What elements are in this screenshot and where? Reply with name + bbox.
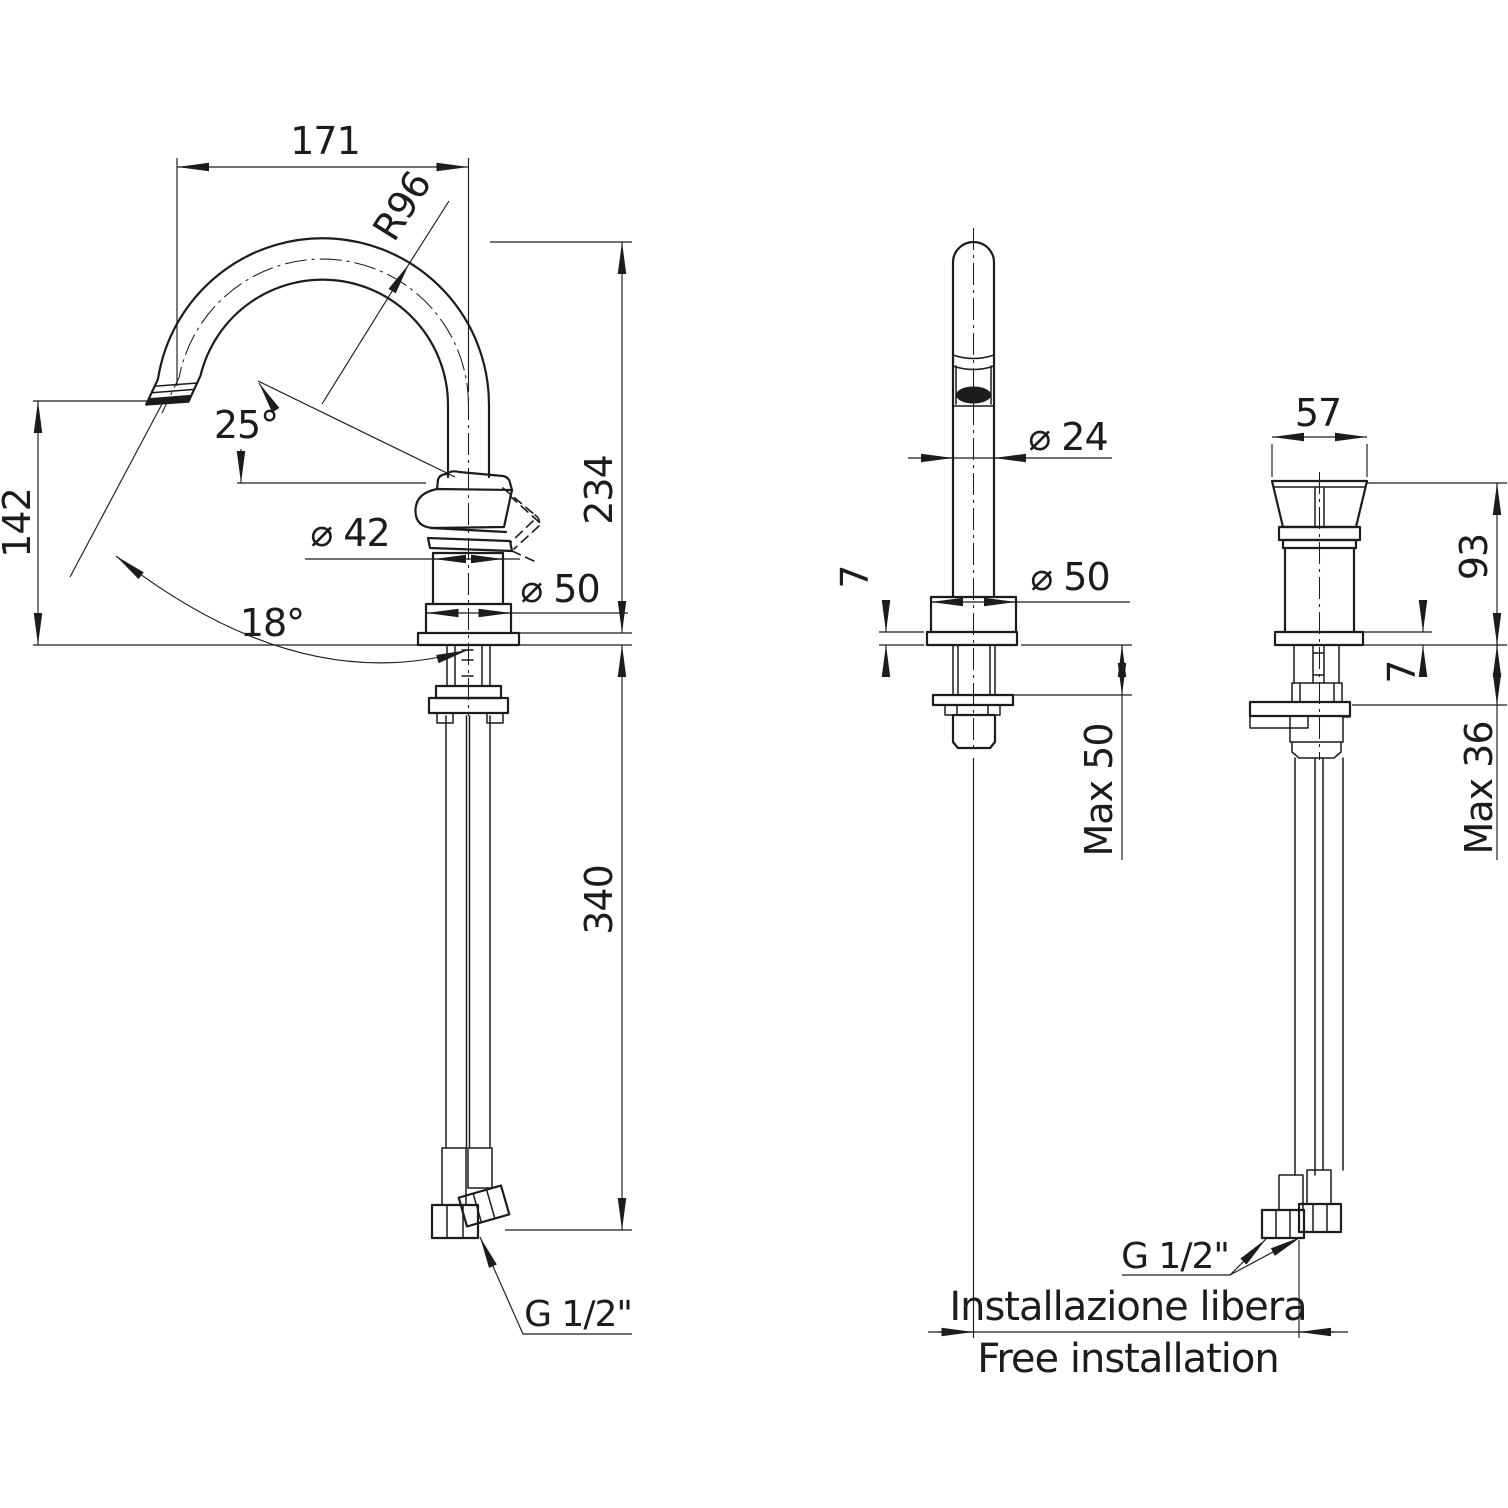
handle-collar (1281, 538, 1358, 550)
installation-note-it: Installazione libera (949, 1284, 1306, 1330)
profile-view-dimensions: 57 93 7 Max 36 G 1/2" (1121, 391, 1507, 1338)
side-view-dimensions: 171 R96 25° 142 18° ⌀ 42 ⌀ 50 234 (0, 119, 633, 1335)
footer-note: Installazione libera Free installation (928, 1284, 1348, 1382)
dim-reach: 171 (290, 119, 360, 163)
shank (952, 644, 996, 696)
lock-nut (944, 704, 1001, 716)
dim-radius: R96 (364, 164, 439, 248)
dim-spout-angle: 25° (214, 403, 278, 447)
dim-max-counter-profile: Max 36 (1457, 722, 1501, 855)
dim-thread-side: G 1/2" (524, 1294, 632, 1335)
bracket-feet (436, 712, 504, 724)
spout-outline (145, 237, 491, 479)
supply-tubes-front (1294, 757, 1344, 1176)
handle-skirt (426, 526, 514, 553)
washer (931, 693, 1015, 707)
dim-outlet-height: 142 (0, 488, 39, 558)
deck-plate (925, 630, 1019, 647)
mounting-bracket (427, 696, 510, 715)
dim-base-diameter: ⌀ 50 (520, 567, 599, 611)
profile-view (1248, 472, 1369, 1240)
dim-body-height: 93 (1452, 534, 1496, 580)
supply-hoses (445, 715, 491, 1149)
dim-handle-width: 57 (1295, 391, 1341, 435)
handle-hidden-position (502, 487, 541, 563)
dim-body-diameter: ⌀ 42 (310, 511, 389, 555)
handle-skirt-front (1277, 525, 1362, 542)
dim-thread-profile: G 1/2" (1121, 1236, 1229, 1277)
dim-spout-diameter: ⌀ 24 (1028, 415, 1107, 459)
dim-total-height: 234 (577, 455, 621, 525)
handle-cap (435, 470, 514, 492)
hose-hex-fitting-right (457, 1184, 511, 1228)
spout-aerator-bands (150, 382, 198, 394)
spout-centerline (161, 258, 470, 414)
dim-hose-length: 340 (577, 865, 621, 935)
installation-note-en: Free installation (977, 1336, 1278, 1382)
hex-fitting-front-left (1260, 1208, 1306, 1240)
dim-base-diameter-front: ⌀ 50 (1030, 555, 1109, 599)
handle-knob (414, 487, 514, 530)
dim-max-counter-front: Max 50 (1077, 724, 1121, 857)
hose-collars (441, 1147, 493, 1206)
body-front (1283, 546, 1356, 634)
threaded-tail (951, 713, 997, 750)
hex-fitting-front-right (1297, 1202, 1343, 1234)
dim-swivel-angle: 18° (240, 601, 304, 645)
side-view (145, 237, 541, 1240)
dim-plate-thickness-front: 7 (833, 565, 877, 588)
nut-band (1291, 682, 1343, 703)
mounting-bracket-front (1248, 700, 1352, 718)
front-view-dimensions: ⌀ 24 ⌀ 50 7 Max 50 (833, 415, 1132, 1338)
hose-hex-fitting-left (430, 1203, 480, 1240)
front-view (925, 228, 1019, 752)
dim-plate-thickness-profile: 7 (1380, 660, 1424, 683)
shank-front (1293, 644, 1340, 684)
bracket-block (1289, 715, 1344, 759)
handle-slot (1314, 487, 1325, 528)
